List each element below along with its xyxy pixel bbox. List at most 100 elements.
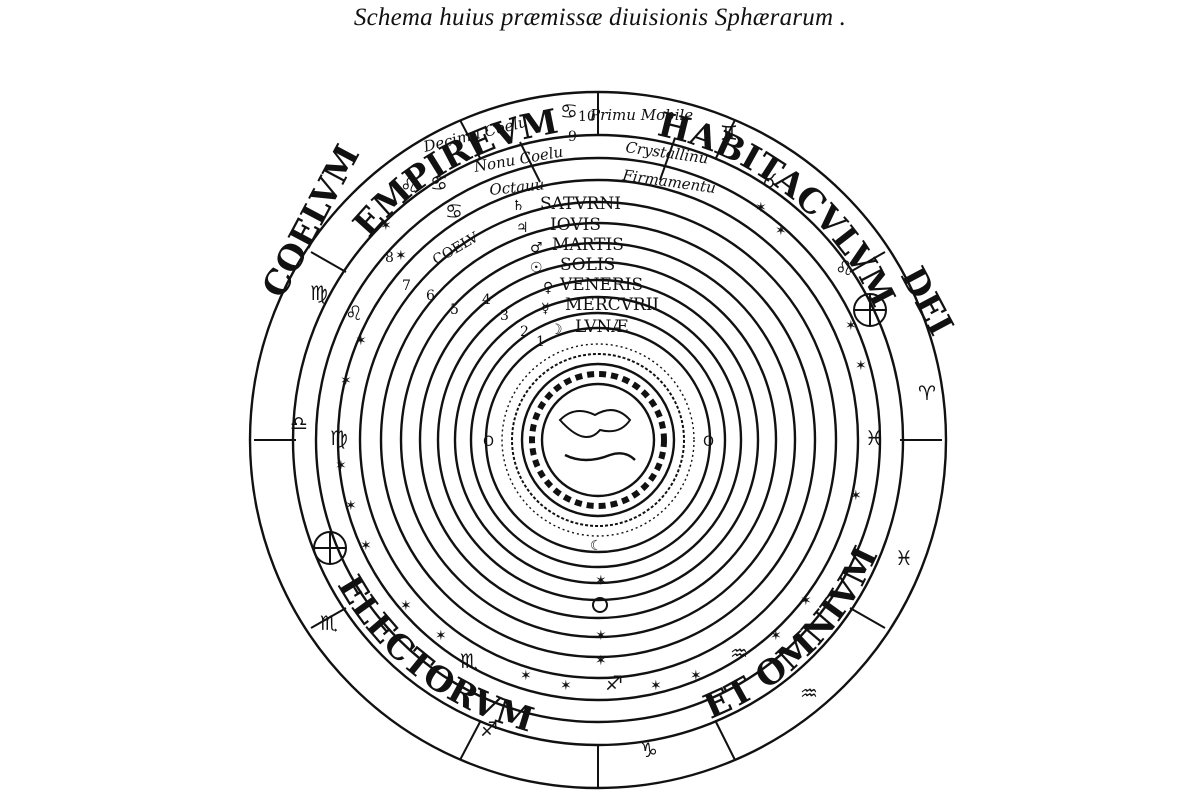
sun-symbol-icon: ☉ (530, 260, 543, 276)
star-icon: ✶ (560, 678, 572, 694)
star-icon: ✶ (800, 593, 812, 609)
star-icon: ✶ (650, 678, 662, 694)
equator-mark-west: O (483, 434, 494, 450)
leo-sign-icon: ♌ (400, 173, 418, 197)
octauum-label: Octauu (489, 175, 546, 199)
mars-symbol-icon: ♂ (530, 240, 543, 256)
zodiac-signs: ♌ ♍ ♎ ♏ ♐ ♑ ♒ ♓ ♈ ♉ ♊ ♋ ♌ ♌ ♍ ♏ ♐ ♒ ♓ ♋ … (290, 99, 936, 762)
lunae-label: LVNÆ (575, 317, 628, 337)
leo-sign-icon-3: ♌ (345, 301, 363, 325)
mercurii-label: MERCVRII (565, 295, 659, 315)
star-icon: ✶ (345, 498, 357, 514)
ring-numeral: 7 (402, 278, 411, 294)
star-icon: ✶ (400, 598, 412, 614)
diagram-title: Schema huius præmissæ diuisionis Sphærar… (353, 4, 847, 31)
saturn-symbol-icon: ♄ (512, 198, 525, 214)
zodiac-dividers (254, 92, 942, 788)
libra-sign-icon: ♎ (290, 411, 308, 435)
solis-label: SOLIS (560, 255, 615, 275)
star-icon: ✶ (855, 358, 867, 374)
sun-face-icon (592, 597, 608, 613)
ring-numeral: 9 (568, 129, 577, 145)
primum-mobile-ring (314, 156, 882, 724)
star-icon: ✶ (690, 668, 702, 684)
habitaculum-label: HABITACVLVM (654, 105, 903, 313)
pisces-sign-icon-2: ♓ (865, 426, 883, 450)
et-omnium-label: ET OMNIVM (698, 540, 886, 727)
cloud-ring (529, 371, 667, 509)
cancer-sign-icon-2: ♋ (430, 171, 448, 195)
virgo-sign-icon-2: ♍ (330, 426, 348, 450)
aquarius-sign-icon: ♒ (800, 681, 818, 705)
martis-label: MARTIS (552, 235, 624, 255)
ring-numeral: 3 (500, 308, 509, 324)
jupiter-ring (399, 241, 797, 639)
dei-label: DEI (892, 260, 961, 342)
mercury-ring (469, 311, 727, 569)
landmass-icon (558, 409, 632, 439)
veneris-label: VENERIS (559, 275, 643, 295)
star-icon: ✶ (340, 373, 352, 389)
star-icon: ✶ (395, 248, 407, 264)
star-icon: ✶ (380, 218, 392, 234)
venus-symbol-icon: ♀ (543, 280, 553, 296)
leo-sign-icon-2: ♌ (835, 256, 853, 280)
fish-icon (564, 452, 636, 462)
virgo-sign-icon: ♍ (310, 281, 328, 305)
fire-sphere (501, 343, 695, 537)
capricorn-sign-icon: ♑ (640, 738, 658, 762)
crystallinum-ring (336, 178, 860, 702)
cancer-sign-icon-3: ♋ (445, 199, 463, 223)
mercury-symbol-icon: ☿ (541, 301, 550, 317)
fire-flames (511, 353, 685, 527)
star-icon: ✶ (355, 333, 367, 349)
ring-numeral: 2 (520, 324, 529, 340)
star-icon: ✶ (595, 653, 607, 669)
moon-symbol-icon: ☽ (550, 322, 563, 338)
mars-ring (418, 260, 778, 620)
primum-mobile-label: Primu Mobile (589, 106, 693, 124)
ring-numeral: 8 (385, 250, 394, 266)
scorpio-sign-icon-2: ♏ (460, 649, 478, 673)
firmament-ring (358, 200, 838, 680)
star-icon: ✶ (435, 628, 447, 644)
firmamentum-label: Firmamentu (620, 166, 717, 197)
moon-icon: ☾ (590, 538, 603, 554)
iouis-label: IOVIS (550, 215, 601, 235)
moon-ring (484, 326, 712, 554)
pisces-sign-icon: ♓ (895, 546, 913, 570)
star-icon: ✶ (360, 538, 372, 554)
ring-numeral: 6 (426, 288, 435, 304)
equator-mark-east: O (703, 434, 714, 450)
star-icon: ✶ (770, 628, 782, 644)
earth-icon (540, 382, 656, 498)
air-sphere (520, 362, 676, 518)
saturn-ring (379, 221, 817, 659)
star-icon: ✶ (520, 668, 532, 684)
firmament-stars: ✶ ✶ ✶ ✶ ✶ ✶ ✶ ✶ ✶ ✶ ✶ ✶ ✶ ✶ ✶ ✶ ✶ ✶ ✶ ✶ … (335, 200, 867, 694)
sun-ring (436, 278, 760, 602)
electorum-label: ELECTORVM (329, 569, 538, 741)
star-icon: ✶ (845, 318, 857, 334)
star-icon: ✶ (775, 223, 787, 239)
earth-cross-icons (313, 293, 887, 565)
star-icon: ✶ (335, 458, 347, 474)
star-icon: ✶ (755, 200, 767, 216)
gemini-sign-icon: ♊ (720, 121, 738, 145)
sagittarius-sign-icon-2: ♐ (605, 671, 623, 695)
venus-ring (453, 295, 743, 585)
sagittarius-sign-icon: ♐ (480, 717, 498, 741)
saturni-label: SATVRNI (540, 194, 621, 214)
aquarius-sign-icon-2: ♒ (730, 641, 748, 665)
ring-numeral: 4 (482, 292, 491, 308)
taurus-sign-icon: ♉ (760, 169, 778, 193)
star-icon: ✶ (595, 573, 607, 589)
ring-numeral: 5 (450, 302, 459, 318)
ring-numeral: 1 (536, 334, 545, 350)
cancer-sign-icon: ♋ (560, 99, 578, 123)
jupiter-symbol-icon: ♃ (516, 220, 529, 236)
aries-sign-icon: ♈ (918, 381, 936, 405)
star-icon: ✶ (850, 488, 862, 504)
scorpio-sign-icon: ♏ (320, 611, 338, 635)
